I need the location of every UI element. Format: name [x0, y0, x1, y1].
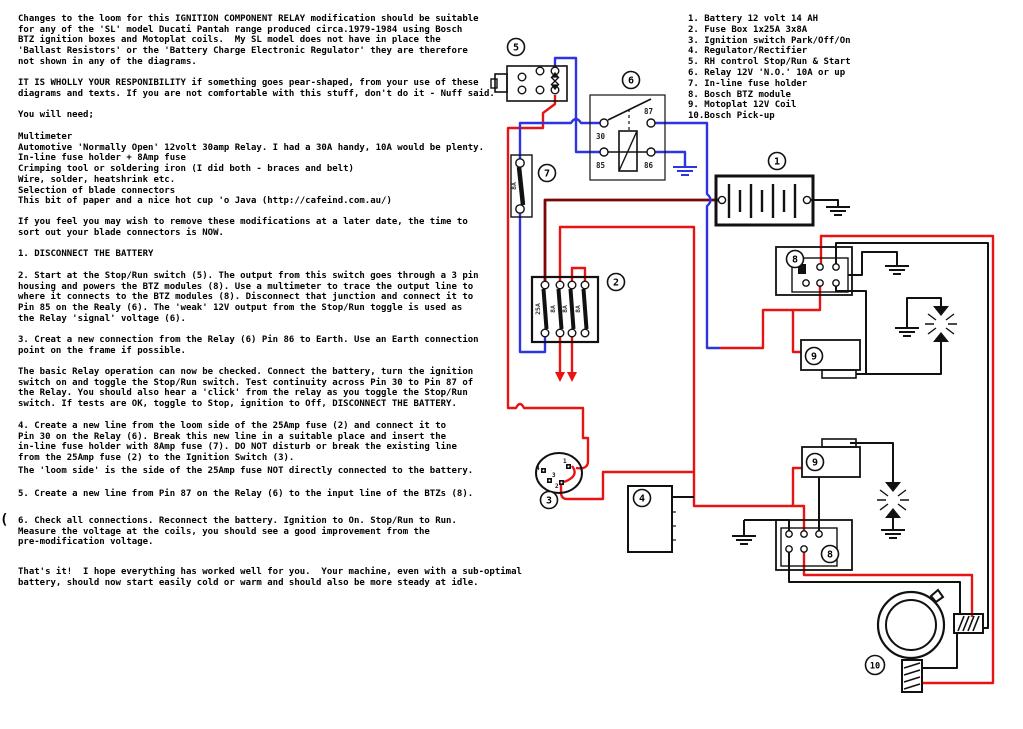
relay: 30 87 85 86: [589, 94, 666, 181]
battery-positive-terminal: [717, 195, 727, 205]
number-4: 4: [632, 488, 652, 508]
regulator-rectifier: [627, 485, 676, 553]
step-5: 5. Create a new line from Pin 87 on the …: [18, 489, 474, 499]
relay-pin-30-label: 30: [596, 132, 606, 141]
svg-text:8: 8: [827, 550, 833, 561]
earth-icon: [826, 206, 850, 216]
earth-icon: [885, 265, 909, 275]
wires-live-red: [506, 95, 995, 685]
relay-pin-85-label: 85: [596, 161, 605, 170]
step-6: 6. Check all connections. Reconnect the …: [18, 516, 457, 548]
closing-paragraph: That's it! I hope everything has worked …: [18, 567, 522, 588]
ign-pin-1-label: 1: [563, 458, 567, 465]
loom-side-note: The 'loom side' is the side of the 25Amp…: [18, 466, 474, 476]
coil-top: [800, 339, 861, 379]
relay-pin-87-label: 87: [644, 107, 653, 116]
btz-module-bottom: [775, 519, 853, 571]
btz-module-top: [775, 246, 853, 296]
number-3: 3: [539, 490, 559, 510]
you-will-need-heading: You will need;: [18, 110, 94, 120]
number-1: 1: [767, 151, 787, 171]
number-6: 6: [621, 70, 641, 90]
step-1: 1. DISCONNECT THE BATTERY: [18, 249, 154, 259]
wire-arrowhead: [567, 372, 577, 382]
number-8-bottom: 8: [820, 544, 840, 564]
wire-battery-feed: [543, 198, 723, 281]
earth-icon: [732, 535, 756, 545]
inline-fuse-label: 8A: [510, 182, 518, 190]
spark-plug-icon-top: [925, 306, 957, 342]
fuse-25a-label: 25A: [534, 303, 542, 315]
battery: [714, 174, 815, 227]
relay-check-paragraph: The basic Relay operation can now be che…: [18, 367, 474, 410]
svg-text:8: 8: [792, 255, 798, 266]
step-2: 2. Start at the Stop/Run switch (5). The…: [18, 271, 479, 324]
number-9-top: 9: [804, 346, 824, 366]
pickup-coil-bottom: [901, 659, 923, 693]
fuse-8a-label: 8A: [561, 305, 569, 313]
blade-connector-note: If you feel you may wish to remove these…: [18, 217, 468, 238]
svg-text:10: 10: [870, 662, 880, 672]
earth-icon: [881, 529, 905, 539]
svg-text:7: 7: [544, 169, 550, 180]
earth-icon: [673, 166, 697, 176]
ign-pin-2-label: 2: [555, 483, 559, 490]
toggle-arrows-icon: [550, 71, 560, 91]
parts-needed-list: Multimeter Automotive 'Normally Open' 12…: [18, 132, 484, 207]
ignition-switch: 4 1 3 2: [535, 452, 583, 494]
pickup-coil-right: [953, 613, 984, 634]
fuse-8a-label: 8A: [549, 305, 557, 313]
stray-paren: (: [0, 512, 9, 528]
step-4: 4. Create a new line from the loom side …: [18, 421, 457, 464]
svg-text:9: 9: [812, 458, 818, 469]
svg-text:5: 5: [513, 43, 519, 54]
inline-fuse-holder: 8A: [510, 154, 533, 218]
ign-pin-3-label: 3: [552, 472, 556, 479]
number-2: 2: [606, 272, 626, 292]
intro-paragraph: Changes to the loom for this IGNITION CO…: [18, 14, 479, 67]
svg-text:3: 3: [546, 496, 552, 507]
spark-plug-icon-bottom: [877, 482, 909, 518]
wires-black: [672, 199, 989, 669]
rotor-notch: [929, 588, 945, 604]
fuse-box: 25A 8A 8A 8A: [530, 275, 600, 344]
svg-text:1: 1: [774, 157, 780, 168]
number-8-top: 8: [785, 249, 805, 269]
wiring: [506, 56, 995, 685]
wires-new-blue: [518, 56, 720, 354]
relay-pin-86-label: 86: [644, 161, 654, 170]
step-3: 3. Creat a new connection from the Relay…: [18, 335, 479, 356]
svg-text:2: 2: [613, 278, 619, 289]
wire-arrowhead: [555, 372, 565, 382]
relay-coil: [618, 130, 638, 172]
battery-negative-terminal: [802, 195, 812, 205]
number-7: 7: [537, 163, 557, 183]
stop-run-switch: [490, 65, 568, 102]
number-5: 5: [506, 37, 526, 57]
earth-symbols: [673, 166, 919, 545]
fuse-8a-label: 8A: [574, 305, 582, 313]
ign-pin-4-label: 4: [536, 465, 540, 472]
svg-text:4: 4: [639, 494, 645, 505]
earth-icon: [895, 327, 919, 337]
svg-text:9: 9: [811, 352, 817, 363]
number-10: 10: [864, 654, 886, 676]
number-9-bottom: 9: [805, 452, 825, 472]
component-numbers: 5 6 7 2 3 4 1 8 9 9 8 10: [506, 37, 886, 676]
pick-up: [876, 588, 984, 693]
svg-text:6: 6: [628, 76, 634, 87]
coil-bottom: [801, 438, 861, 478]
parts-legend: 1. Battery 12 volt 14 AH 2. Fuse Box 1x2…: [688, 14, 851, 122]
module-key-mark: [798, 264, 806, 274]
disclaimer-paragraph: IT IS WHOLLY YOUR RESPONIBILITY if somet…: [18, 78, 495, 99]
